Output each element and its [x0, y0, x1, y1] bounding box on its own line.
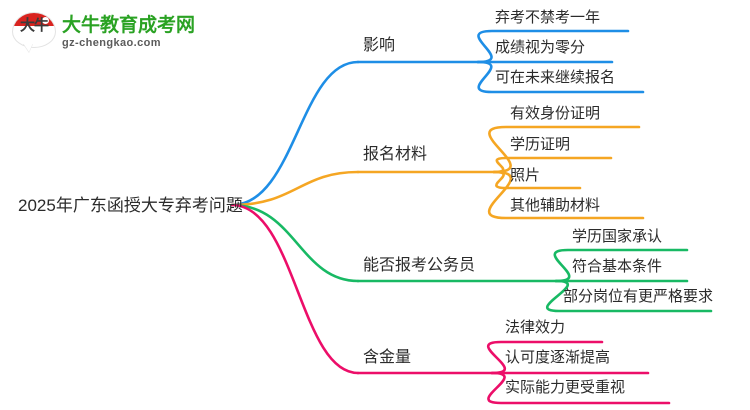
branch-label-2[interactable]: 报名材料 — [363, 146, 428, 163]
leaf-label-4-1[interactable]: 法律效力 — [505, 319, 566, 336]
leaf-label-4-2[interactable]: 认可度逐渐提高 — [505, 349, 611, 366]
leaf-label-3-2[interactable]: 符合基本条件 — [572, 258, 663, 275]
leaf-label-1-2[interactable]: 成绩视为零分 — [495, 39, 586, 56]
speech-bubble-icon — [12, 11, 56, 48]
leaf-label-2-3[interactable]: 照片 — [510, 167, 541, 184]
leaf-label-4-3[interactable]: 实际能力更受重视 — [505, 379, 626, 396]
leaf-label-2-4[interactable]: 其他辅助材料 — [510, 197, 601, 214]
leaf-label-2-2[interactable]: 学历证明 — [510, 136, 571, 153]
branch-label-3[interactable]: 能否报考公务员 — [363, 257, 476, 274]
leaf-label-3-3[interactable]: 部分岗位有更严格要求 — [563, 288, 714, 305]
leaf-label-1-3[interactable]: 可在未来继续报名 — [495, 69, 616, 86]
logo-mark-icon: 大牛 — [12, 11, 56, 54]
bubble-badge-icon — [41, 15, 50, 25]
bubble-tail-icon — [23, 42, 33, 52]
logo-subtitle: gz-chengkao.com — [62, 37, 161, 49]
logo-mark-text: 大牛 — [19, 16, 49, 34]
logo-title: 大牛教育成考网 — [62, 15, 196, 36]
logo-text-block: 大牛教育成考网 gz-chengkao.com — [62, 15, 195, 50]
site-logo[interactable]: 大牛 大牛教育成考网 gz-chengkao.com — [12, 10, 195, 55]
branch-label-1[interactable]: 影响 — [363, 37, 396, 54]
root-node-label[interactable]: 2025年广东函授大专弃考问题 — [18, 196, 243, 215]
leaf-label-1-1[interactable]: 弃考不禁考一年 — [495, 9, 601, 26]
leaf-label-2-1[interactable]: 有效身份证明 — [510, 105, 601, 122]
branch-label-4[interactable]: 含金量 — [363, 349, 412, 366]
leaf-label-3-1[interactable]: 学历国家承认 — [572, 228, 663, 245]
